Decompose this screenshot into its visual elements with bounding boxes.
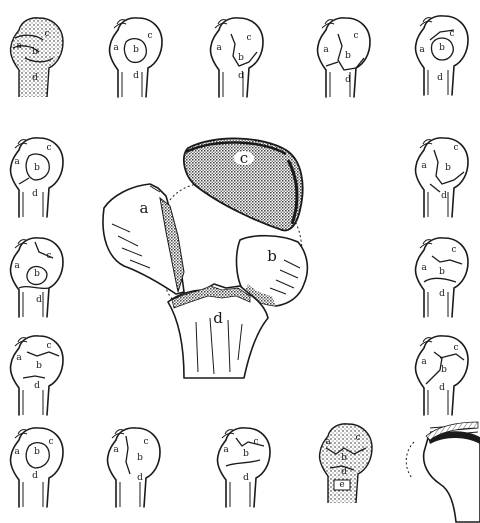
label-a: a [113,445,119,455]
label-d: d [137,473,143,483]
label-b: b [34,163,40,173]
variant-r1-c2: a b c d [109,18,162,97]
label-c: c [46,251,51,261]
label-a: a [323,45,329,55]
label-a: a [14,157,20,167]
label-b: b [341,453,347,463]
label-b: b [243,449,249,459]
label-b: b [345,51,351,61]
label-a: a [140,199,149,217]
label-d: d [36,295,42,305]
label-b: b [439,43,445,53]
label-d: d [133,71,139,81]
label-a: a [16,41,22,51]
label-d: d [439,289,445,299]
label-d: d [32,471,38,481]
label-b: b [34,447,40,457]
label-a: a [325,437,331,447]
label-a: a [419,45,425,55]
label-d: d [213,309,223,327]
variant-r1-c5: a c b d [415,16,468,95]
variant-r3-right: a c b d [415,238,468,317]
label-c: c [246,33,251,43]
label-b: b [133,45,139,55]
fragment-c-head: c [184,138,303,230]
variant-dislocation [406,422,480,522]
label-c: c [44,29,49,39]
label-b: b [34,269,40,279]
label-e: e [339,480,344,490]
label-d: d [345,75,351,85]
label-d: d [341,467,347,477]
label-d: d [437,73,443,83]
label-b: b [267,247,277,265]
label-c: c [48,437,53,447]
label-a: a [16,353,22,363]
label-c: c [46,341,51,351]
central-exploded-humerus: c a b d [103,138,307,378]
label-a: a [14,261,20,271]
label-b: b [445,163,451,173]
label-c: c [353,31,358,41]
label-a: a [113,43,119,53]
label-c: c [453,143,458,153]
variant-r4-left: a c b d [10,336,63,415]
label-b: b [441,365,447,375]
label-b: b [439,267,445,277]
variant-r5-c2: a c b d [107,428,160,507]
label-c: c [449,29,454,39]
label-d: d [34,381,40,391]
label-c: c [46,143,51,153]
variant-r4-right: a c b d [415,336,468,415]
variant-r2-left: a c b d [10,138,63,217]
variant-r5-c3: a c b d [217,428,270,507]
label-c: c [240,149,248,167]
variant-r1-c1: b c d a [10,18,63,97]
label-c: c [143,437,148,447]
variant-r1-c3: a c b d [210,18,263,97]
label-a: a [14,447,20,457]
variant-r3-left: a c b d [10,238,63,317]
label-d: d [243,473,249,483]
label-d: d [441,191,447,201]
variant-r5-c4: a c b d e [319,424,372,503]
fragment-d-shaft: d [168,284,268,378]
label-a: a [421,161,427,171]
label-b: b [238,53,244,63]
variant-r2-right: a c b d [415,138,468,217]
label-a: a [216,43,222,53]
label-c: c [355,433,360,443]
fragment-a-tuberosity: a [103,184,184,294]
label-b: b [36,361,42,371]
label-b: b [32,47,38,57]
label-a: a [421,357,427,367]
label-c: c [453,343,458,353]
label-c: c [451,245,456,255]
label-d: d [32,189,38,199]
label-a: a [421,263,427,273]
label-d: d [32,73,38,83]
label-c: c [253,437,258,447]
label-c: c [147,31,152,41]
label-a: a [223,445,229,455]
label-d: d [238,71,244,81]
label-d: d [439,383,445,393]
variant-r5-c1: a c b d [10,428,63,507]
label-b: b [137,453,143,463]
variant-r1-c4: a c b d [317,18,370,97]
